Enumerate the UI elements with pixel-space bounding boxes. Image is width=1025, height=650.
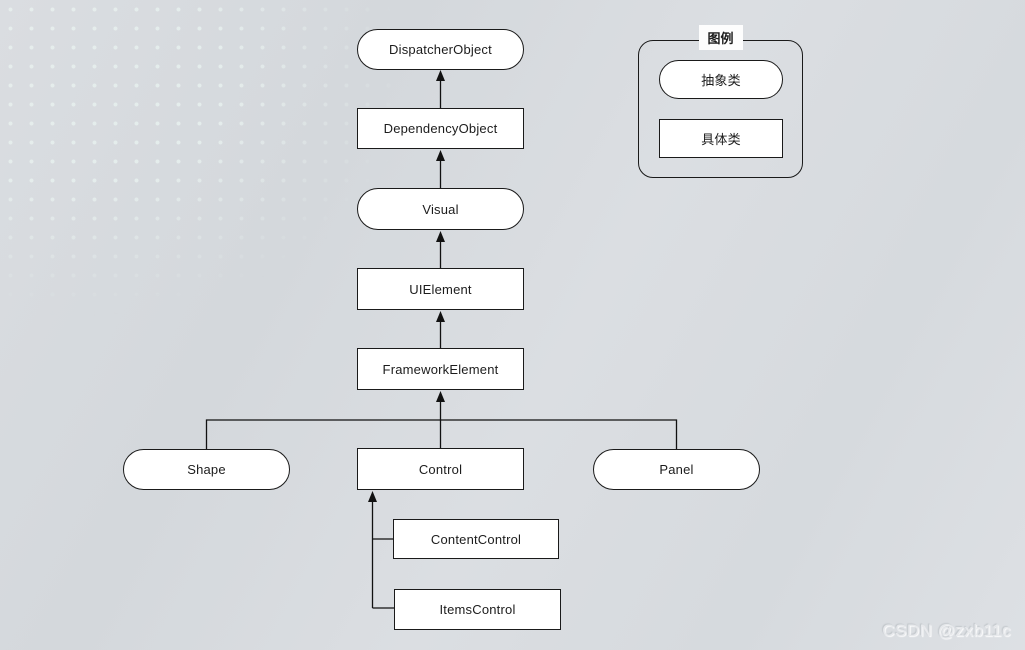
csdn-watermark: CSDN @zxb11c — [882, 621, 1011, 640]
arrowhead-up-icon — [436, 150, 445, 161]
diagram-node-dispatcherobject: DispatcherObject — [357, 29, 524, 70]
diagram-node-visual: Visual — [357, 188, 524, 230]
legend-title: 图例 — [698, 25, 743, 50]
diagram-node-itemscontrol: ItemsControl — [394, 589, 561, 630]
arrowhead-up-icon — [368, 491, 377, 502]
diagram-node-shape: Shape — [123, 449, 290, 490]
legend-item-abstract-class: 抽象类 — [659, 60, 783, 99]
legend-box: 图例 抽象类 具体类 — [638, 25, 803, 178]
diagram-node-frameworkelement: FrameworkElement — [357, 348, 524, 390]
diagram-node-panel: Panel — [593, 449, 760, 490]
arrowhead-up-icon — [436, 311, 445, 322]
diagram-node-contentcontrol: ContentControl — [393, 519, 559, 559]
arrowhead-up-icon — [436, 70, 445, 81]
legend-item-concrete-class: 具体类 — [659, 119, 783, 158]
diagram-node-uielement: UIElement — [357, 268, 524, 310]
arrowhead-up-icon — [436, 391, 445, 402]
arrowhead-up-icon — [436, 231, 445, 242]
diagram-node-dependencyobject: DependencyObject — [357, 108, 524, 149]
diagram-node-control: Control — [357, 448, 524, 490]
